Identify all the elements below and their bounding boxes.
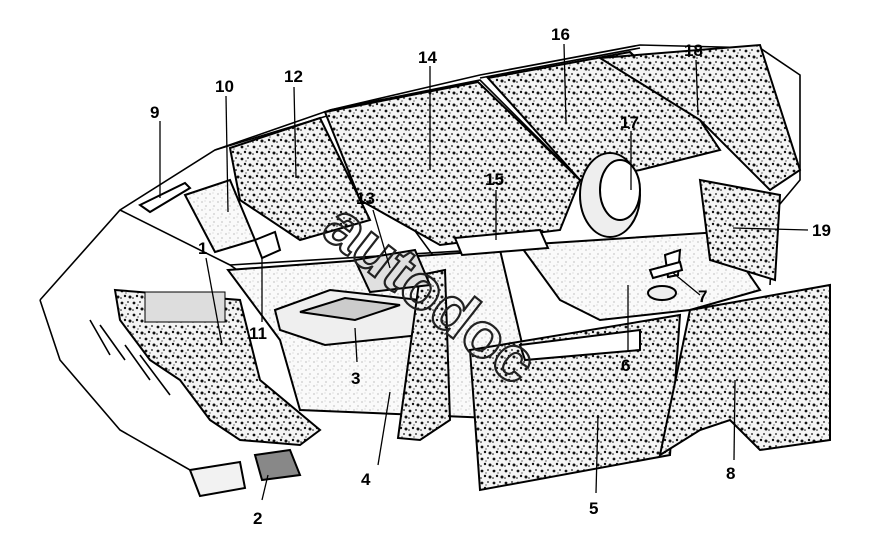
callout-8: 8 (726, 464, 735, 483)
spare-wheel-cover-part-17 (579, 152, 641, 238)
callout-labels: 1 2 3 4 5 6 7 8 9 10 11 12 13 14 15 16 1… (150, 25, 831, 528)
roof-panel-part-15 (453, 228, 550, 257)
callout-4: 4 (361, 470, 371, 489)
callout-1: 1 (198, 239, 207, 258)
car-body-outline (39, 44, 801, 481)
quarter-panel-part-19 (698, 178, 782, 282)
callout-12: 12 (284, 67, 303, 86)
front-door-panel-part-5 (468, 313, 682, 492)
rear-door-panel-part-8 (658, 283, 831, 458)
grab-handle-part-9 (138, 181, 192, 214)
headlining-center-part-14 (323, 80, 582, 247)
front-bumper-piece (188, 460, 247, 498)
front-carpet-part-1 (113, 288, 322, 447)
callout-9: 9 (150, 103, 159, 122)
callout-14: 14 (418, 48, 437, 67)
parcel-tray-part-13 (353, 248, 432, 294)
callout-5: 5 (589, 499, 598, 518)
callout-16: 16 (551, 25, 570, 44)
headlining-front-part-12 (228, 116, 372, 242)
callout-18: 18 (684, 41, 703, 60)
callout-13: 13 (356, 189, 375, 208)
mirror-clip-part-11 (253, 230, 282, 260)
trim-fastener-part-7 (647, 248, 684, 301)
vent-grille-part-2 (253, 448, 302, 482)
console-tunnel-top (299, 296, 401, 322)
callout-19: 19 (812, 221, 831, 240)
rear-trim-part-18 (596, 43, 802, 192)
callout-15: 15 (485, 170, 504, 189)
callout-7: 7 (698, 287, 707, 306)
callout-6: 6 (621, 356, 630, 375)
callout-10: 10 (215, 77, 234, 96)
callout-17: 17 (620, 113, 639, 132)
callout-2: 2 (253, 509, 262, 528)
callout-11: 11 (249, 324, 267, 343)
floor-mat-grille (144, 291, 226, 323)
callout-3: 3 (351, 369, 360, 388)
sill-strip-part-4 (396, 268, 452, 442)
leader-lines (159, 43, 809, 501)
door-armrest (518, 328, 641, 362)
